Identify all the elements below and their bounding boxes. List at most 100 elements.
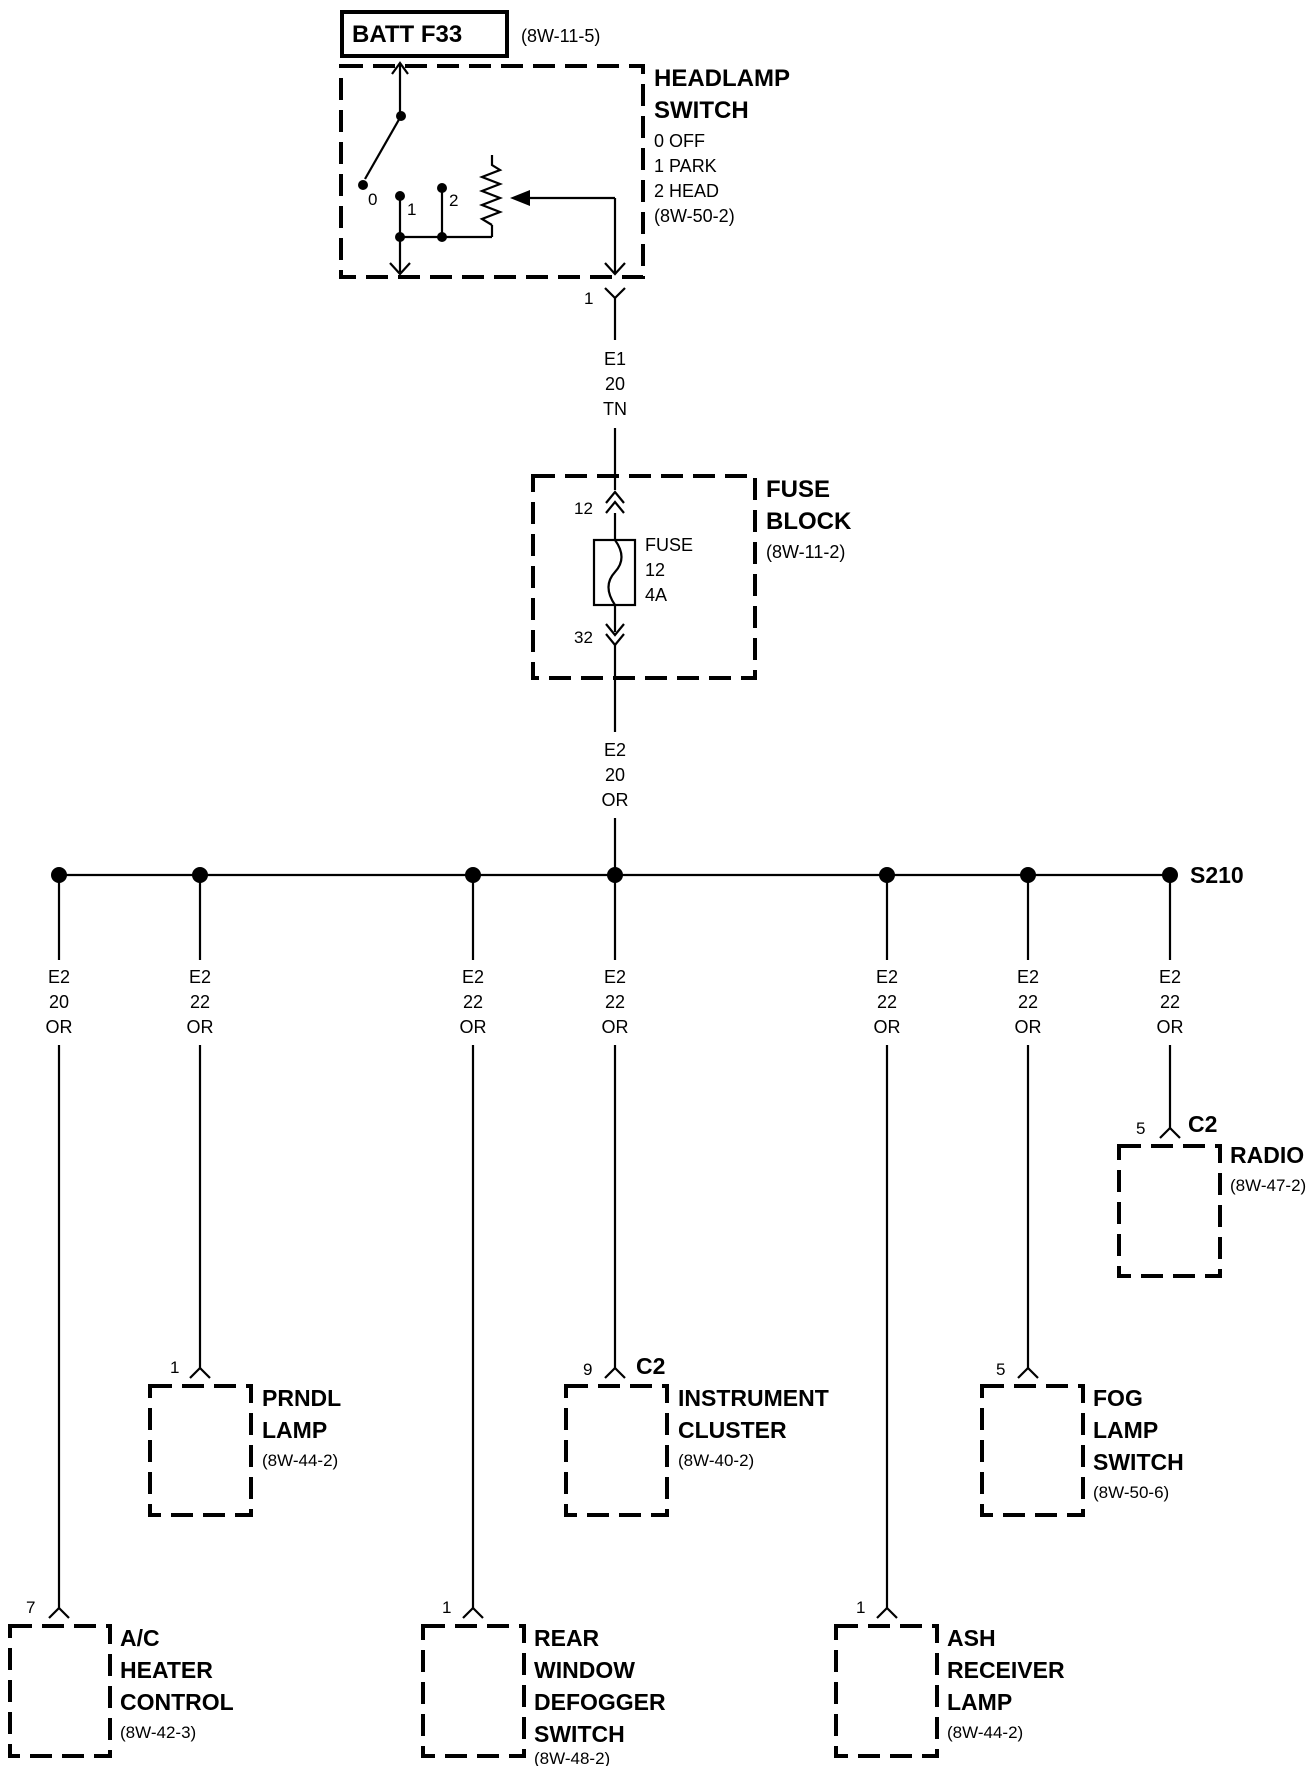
fuse-pin-out: 32	[574, 628, 593, 647]
fuse-block-title-2: BLOCK	[766, 508, 852, 535]
component-ac-heater-control: 7 A/C HEATER CONTROL (8W-42-3)	[8, 1598, 234, 1758]
radio-connector: C2	[1188, 1111, 1217, 1137]
svg-text:OR: OR	[1015, 1017, 1042, 1037]
component-fog-lamp-switch: 5 FOG LAMP SWITCH (8W-50-6)	[980, 1360, 1184, 1517]
inst-connector: C2	[636, 1353, 665, 1379]
svg-text:22: 22	[1018, 992, 1038, 1012]
branch-ac: E2 20 OR	[46, 875, 73, 1619]
svg-text:OR: OR	[46, 1017, 73, 1037]
switch-blade	[364, 115, 402, 180]
inst-pin: 9	[583, 1360, 592, 1379]
svg-text:22: 22	[1160, 992, 1180, 1012]
ac-title-2: HEATER	[120, 1657, 213, 1683]
wire-e2-main: E2 20 OR	[602, 645, 629, 875]
fuse-block-box	[531, 474, 757, 680]
fuse-pin-12-connector	[605, 490, 625, 514]
inst-title-2: CLUSTER	[678, 1417, 787, 1443]
ash-ref: (8W-44-2)	[947, 1723, 1023, 1742]
fuse-block: 12 32 FUSE 12 4A FUSE BLOCK (8W-11-2)	[531, 474, 852, 680]
rear-window-defogger-switch-box	[421, 1624, 526, 1758]
headlamp-title-1: HEADLAMP	[654, 65, 790, 92]
svg-text:OR: OR	[187, 1017, 214, 1037]
svg-text:E2: E2	[1017, 967, 1039, 987]
ac-title-1: A/C	[120, 1625, 160, 1651]
fuse-number: 12	[645, 560, 665, 580]
ac-pin: 7	[26, 1598, 35, 1617]
fuse-label: FUSE	[645, 535, 693, 555]
fuse-link	[607, 539, 623, 606]
wire-e1-circuit: E1	[604, 349, 626, 369]
svg-text:OR: OR	[874, 1017, 901, 1037]
wire-e2-circuit: E2	[604, 740, 626, 760]
headlamp-pos-0: 0 OFF	[654, 131, 705, 151]
branch-inst: E2 22 OR	[602, 875, 629, 1379]
instrument-cluster-box	[564, 1384, 669, 1517]
svg-text:22: 22	[190, 992, 210, 1012]
wire-e1: E1 20 TN	[603, 298, 627, 490]
fuse-pin-in: 12	[574, 499, 593, 518]
headlamp-title-2: SWITCH	[654, 97, 749, 124]
rear-title-1: REAR	[534, 1625, 600, 1651]
prndl-ref: (8W-44-2)	[262, 1451, 338, 1470]
fuse-rating: 4A	[645, 585, 667, 605]
radio-title: RADIO	[1230, 1142, 1304, 1168]
ac-title-3: CONTROL	[120, 1689, 234, 1715]
prndl-pin: 1	[170, 1358, 179, 1377]
branch-radio: E2 22 OR	[1157, 875, 1184, 1139]
fog-pin: 5	[996, 1360, 1005, 1379]
contact-0	[358, 180, 368, 190]
ac-ref: (8W-42-3)	[120, 1723, 196, 1742]
ash-title-1: ASH	[947, 1625, 996, 1651]
ash-receiver-lamp-box	[834, 1624, 939, 1758]
svg-text:22: 22	[877, 992, 897, 1012]
fog-ref: (8W-50-6)	[1093, 1483, 1169, 1502]
batt-f33-ref: (8W-11-5)	[521, 26, 600, 46]
headlamp-pin-connector	[604, 287, 626, 300]
component-radio: 5 C2 RADIO (8W-47-2)	[1117, 1111, 1306, 1278]
svg-text:E2: E2	[462, 967, 484, 987]
fuse-block-title-1: FUSE	[766, 476, 830, 503]
headlamp-switch-box	[339, 64, 645, 279]
fuse-block-ref: (8W-11-2)	[766, 542, 845, 562]
svg-text:OR: OR	[1157, 1017, 1184, 1037]
svg-text:OR: OR	[460, 1017, 487, 1037]
component-rear-window-defogger-switch: 1 REAR WINDOW DEFOGGER SWITCH (8W-48-2)	[421, 1598, 666, 1766]
component-prndl: 1 PRNDL LAMP (8W-44-2)	[148, 1358, 341, 1517]
ash-title-3: LAMP	[947, 1689, 1012, 1715]
svg-text:22: 22	[463, 992, 483, 1012]
inst-title-1: INSTRUMENT	[678, 1385, 829, 1411]
wire-e1-gauge: 20	[605, 374, 625, 394]
wire-e1-color: TN	[603, 399, 627, 419]
splice-bus: S210	[51, 862, 1244, 888]
rear-title-2: WINDOW	[534, 1657, 635, 1683]
rheostat-arrow	[510, 190, 530, 206]
batt-f33-label: BATT F33	[352, 21, 462, 48]
svg-text:E2: E2	[1159, 967, 1181, 987]
ac-heater-control-box	[8, 1624, 112, 1758]
branch-fog: E2 22 OR	[1015, 875, 1042, 1379]
branch-ash: E2 22 OR	[874, 875, 901, 1619]
headlamp-switch: BATT F33 (8W-11-5) 0 1 2 1 HEADLAMP SWIT…	[339, 10, 790, 308]
svg-text:E2: E2	[48, 967, 70, 987]
rear-title-4: SWITCH	[534, 1721, 625, 1747]
prndl-title-2: LAMP	[262, 1417, 327, 1443]
radio-box	[1117, 1144, 1222, 1278]
rear-ref: (8W-48-2)	[534, 1749, 610, 1766]
component-ash-receiver-lamp: 1 ASH RECEIVER LAMP (8W-44-2)	[834, 1598, 1065, 1758]
svg-text:OR: OR	[602, 1017, 629, 1037]
radio-ref: (8W-47-2)	[1230, 1176, 1306, 1195]
svg-text:20: 20	[49, 992, 69, 1012]
ash-title-2: RECEIVER	[947, 1657, 1065, 1683]
contact-1-label: 1	[407, 200, 416, 219]
fog-title-1: FOG	[1093, 1385, 1143, 1411]
rheostat	[478, 155, 504, 226]
svg-text:E2: E2	[876, 967, 898, 987]
branch-prndl: E2 22 OR	[187, 875, 214, 1379]
headlamp-ref: (8W-50-2)	[654, 206, 735, 226]
prndl-box	[148, 1384, 253, 1517]
wire-e2-gauge: 20	[605, 765, 625, 785]
headlamp-pos-1: 1 PARK	[654, 156, 717, 176]
batt-f33-box	[340, 10, 509, 58]
branch-rear: E2 22 OR	[460, 875, 487, 1619]
